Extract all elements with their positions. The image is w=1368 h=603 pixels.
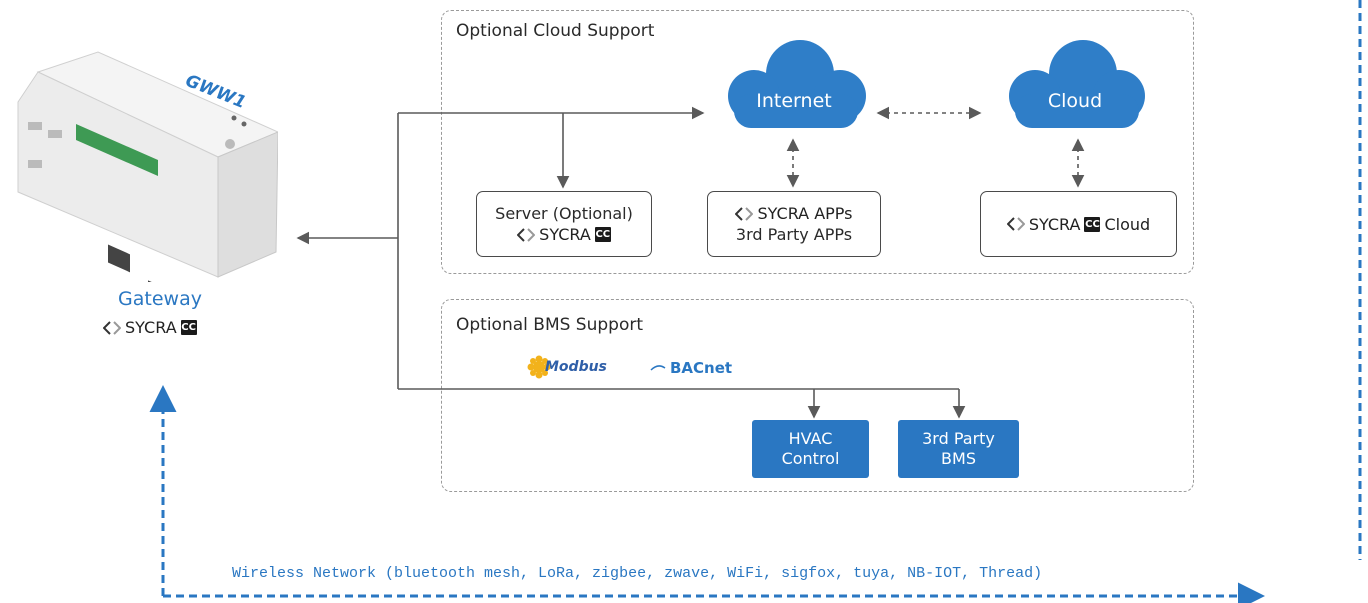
internet-cloud-shape — [728, 40, 866, 128]
cloud-support-section — [441, 10, 1194, 274]
server-label: Server (Optional) — [495, 204, 633, 223]
cc-badge: CC — [594, 227, 611, 242]
apps-box: SYCRA APPs 3rd Party APPs — [707, 191, 881, 257]
hvac-line2: Control — [781, 449, 840, 468]
sycra-logo-icon — [103, 320, 121, 335]
gateway-device-illustration — [17, 51, 280, 336]
cloud-support-title: Optional Cloud Support — [456, 21, 655, 41]
bacnet-swoosh-icon — [650, 365, 666, 371]
cloud-service-brand: SYCRA CC Cloud — [1006, 214, 1151, 235]
server-brand-text: SYCRA — [539, 225, 591, 244]
sycra-logo-icon — [735, 206, 754, 221]
bacnet-text: BACnet — [670, 359, 733, 377]
server-box: Server (Optional) SYCRA CC — [476, 191, 652, 257]
server-brand: SYCRA CC — [517, 224, 611, 245]
bms-line1: 3rd Party — [922, 429, 995, 448]
modbus-logo-icon — [527, 355, 551, 379]
apps-line1-text: SYCRA APPs — [757, 204, 853, 223]
internet-label: Internet — [756, 90, 832, 112]
wireless-network-label: Wireless Network (bluetooth mesh, LoRa, … — [232, 565, 1043, 582]
sycra-logo-icon — [1006, 217, 1025, 231]
hvac-control-box: HVAC Control — [752, 420, 869, 478]
cloud-label: Cloud — [1047, 90, 1103, 112]
apps-line1: SYCRA APPs — [735, 203, 853, 224]
bms-line2: BMS — [941, 449, 976, 468]
bms-support-title: Optional BMS Support — [456, 315, 644, 335]
cc-badge: CC — [180, 320, 197, 335]
internet-cloud: Internet — [710, 38, 878, 130]
modbus-text: Modbus — [545, 359, 607, 375]
cloud-service-box: SYCRA CC Cloud — [980, 191, 1177, 257]
gateway-brand-text: SYCRA — [125, 318, 177, 337]
cloud-cloud-shape — [1009, 40, 1145, 128]
hvac-line1: HVAC — [788, 429, 833, 448]
cc-badge: CC — [1084, 216, 1101, 232]
cloud-service-suffix: Cloud — [1104, 214, 1151, 234]
sycra-logo-icon — [517, 227, 536, 242]
cloud-service-brand-text: SYCRA — [1028, 214, 1081, 234]
bms-support-section — [441, 299, 1194, 492]
cloud-cloud: Cloud — [995, 38, 1155, 130]
modbus-logo: Modbus — [527, 355, 607, 379]
gateway-device-image: GWW1 — [8, 42, 280, 336]
gateway-title: Gateway — [118, 288, 202, 310]
third-party-bms-box: 3rd Party BMS — [898, 420, 1019, 478]
bacnet-logo: BACnet — [650, 359, 732, 377]
apps-line2: 3rd Party APPs — [735, 225, 853, 244]
gateway-brand: SYCRA CC — [103, 318, 197, 337]
